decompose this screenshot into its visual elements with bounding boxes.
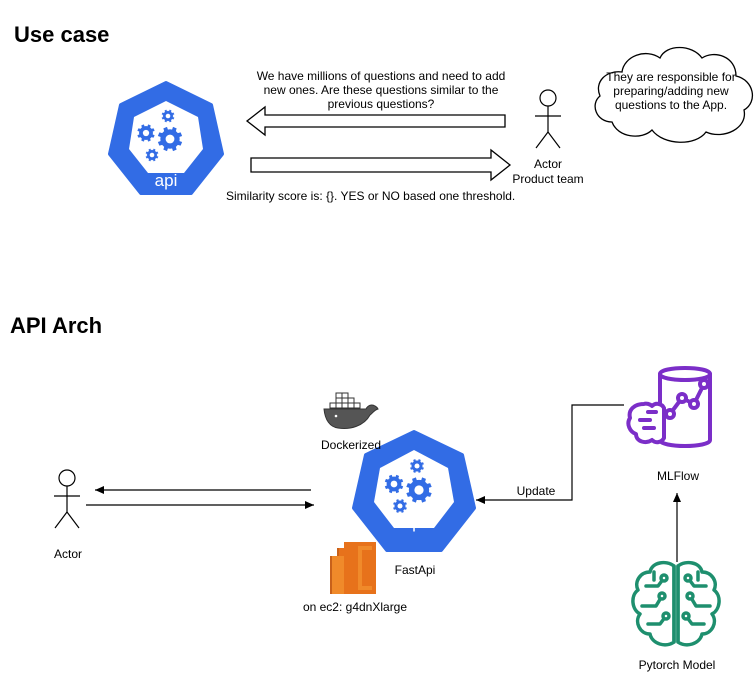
- docker-icon: [323, 392, 379, 429]
- cloud-note-text: They are responsible for preparing/addin…: [606, 70, 736, 112]
- mlflow-icon: [626, 366, 712, 448]
- arch-actor-icon: [53, 469, 81, 529]
- product-team-actor-role: Product team: [512, 172, 584, 186]
- docker-label: Dockerized: [320, 438, 382, 452]
- update-connector: [476, 404, 624, 504]
- update-label: Update: [516, 484, 556, 498]
- api-icon: [108, 81, 224, 195]
- arch-actor-label: Actor: [53, 547, 82, 561]
- use-case-api-label: api: [155, 171, 178, 190]
- aws-ec2-icon: [330, 542, 376, 594]
- fastapi-label: FastApi: [394, 563, 436, 577]
- product-team-actor-icon: [534, 89, 562, 149]
- request-text: We have millions of questions and need t…: [256, 69, 506, 111]
- product-team-actor-name: Actor: [533, 157, 562, 171]
- api-arch-heading: API Arch: [10, 313, 103, 338]
- pytorch-label: Pytorch Model: [638, 658, 716, 672]
- arch-api-label: api: [403, 513, 426, 532]
- use-case-heading: Use case: [14, 22, 110, 47]
- api-icon: [352, 430, 476, 552]
- pytorch-model-icon: [631, 560, 721, 647]
- response-text: Similarity score is: {}. YES or NO based…: [226, 189, 516, 203]
- ec2-label: on ec2: g4dnXlarge: [302, 600, 408, 614]
- request-arrow: [245, 105, 506, 137]
- mlflow-label: MLFlow: [656, 469, 699, 483]
- response-arrow: [250, 148, 512, 182]
- cloud-icon: [594, 46, 754, 143]
